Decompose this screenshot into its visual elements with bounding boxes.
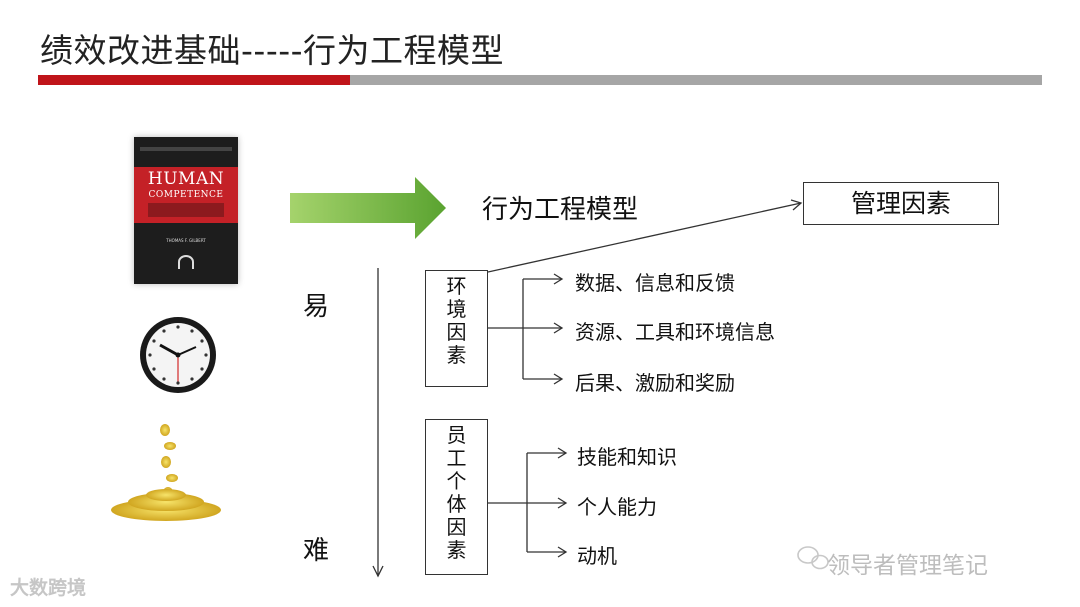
book-top-strip xyxy=(140,147,232,151)
green-arrow-icon xyxy=(290,177,446,239)
employee-factors-box: 员工个体因素 xyxy=(425,419,488,575)
emp-item-motivation: 动机 xyxy=(577,544,617,568)
coins-icon xyxy=(111,424,221,521)
clock-icon xyxy=(140,317,216,393)
watermark-site: 大数跨境 xyxy=(10,577,87,599)
book-title-line2: COMPETENCE xyxy=(148,190,224,200)
page-title: 绩效改进基础-----行为工程模型 xyxy=(40,31,505,70)
title-underline-grey xyxy=(350,75,1042,85)
emp-item-capacity: 个人能力 xyxy=(577,495,657,519)
management-link-arrow xyxy=(487,199,803,273)
watermark-wechat-account: 领导者管理笔记 xyxy=(827,553,988,579)
env-item-data-feedback: 数据、信息和反馈 xyxy=(575,271,735,295)
book-publisher-logo xyxy=(178,255,194,269)
environment-factors-box: 环境因素 xyxy=(425,270,488,387)
book-cover-image: HUMAN COMPETENCE THOMAS F. GILBERT xyxy=(134,137,238,284)
title-underline-red xyxy=(38,75,350,85)
behavior-model-label: 行为工程模型 xyxy=(482,195,639,225)
employee-factors-label: 员工个体因素 xyxy=(446,423,467,562)
book-author: THOMAS F. GILBERT xyxy=(166,238,206,243)
env-item-consequences-rewards: 后果、激励和奖励 xyxy=(575,371,735,395)
book-subtitle-block xyxy=(148,203,224,217)
wechat-icon xyxy=(797,546,829,570)
difficulty-scale-arrow xyxy=(372,268,384,578)
environment-factors-label: 环境因素 xyxy=(446,274,467,367)
management-factors-box: 管理因素 xyxy=(803,182,999,225)
scale-hard-label: 难 xyxy=(303,536,330,566)
environment-bracket xyxy=(488,273,564,385)
env-item-resources-tools: 资源、工具和环境信息 xyxy=(575,320,775,344)
book-title-line1: HUMAN xyxy=(147,169,225,189)
scale-easy-label: 易 xyxy=(303,292,330,322)
employee-bracket xyxy=(488,447,568,558)
emp-item-skills-knowledge: 技能和知识 xyxy=(577,445,677,469)
